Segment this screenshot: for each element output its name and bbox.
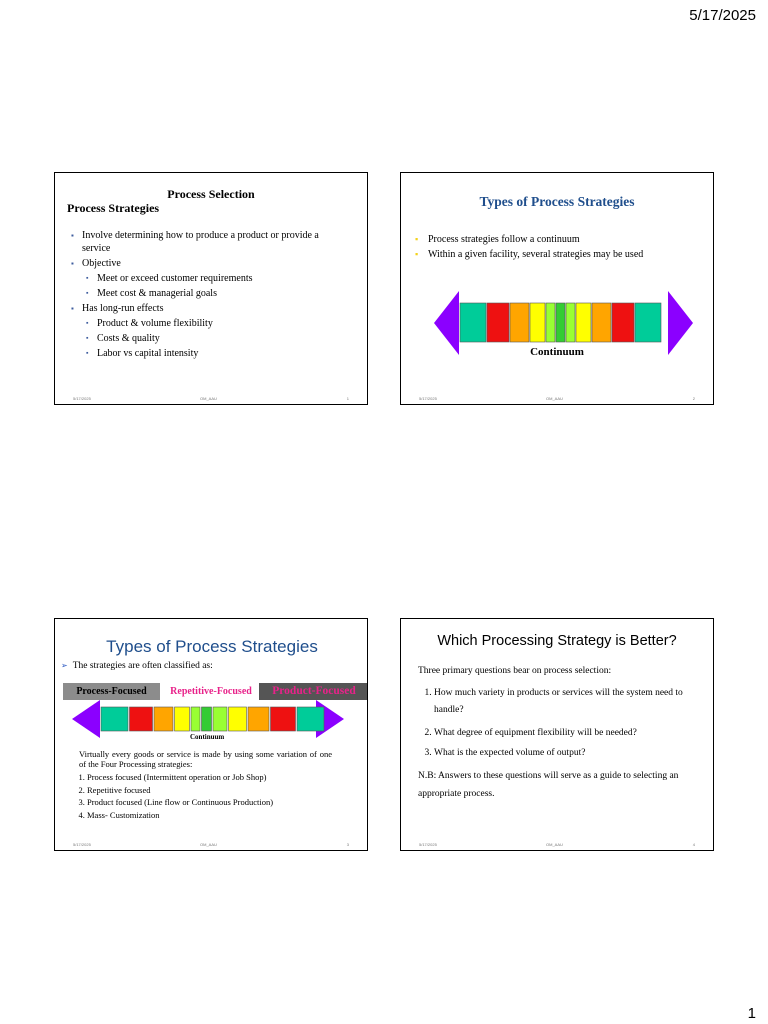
label-product-focused: Product-Focused xyxy=(259,683,367,700)
continuum-block xyxy=(575,302,592,343)
continuum-block xyxy=(611,302,635,343)
left-arrow-head xyxy=(434,291,459,355)
slide-title: Types of Process Strategies xyxy=(106,637,318,656)
footer-date: 5/17/2025 xyxy=(419,842,437,847)
continuum-block xyxy=(270,706,296,732)
continuum-label: Continuum xyxy=(530,346,584,358)
continuum-block xyxy=(129,706,153,732)
continuum-block xyxy=(247,706,270,732)
continuum-block xyxy=(190,706,201,732)
sub-bullet-item: Product & volume flexibility xyxy=(55,317,345,330)
footer-date: 5/17/2025 xyxy=(419,396,437,401)
label-process-focused: Process-Focused xyxy=(63,683,160,700)
arrow-bullet-icon: ➢ xyxy=(61,661,68,670)
bullet-item: Process strategies follow a continuum xyxy=(401,232,701,247)
continuum-block xyxy=(212,706,228,732)
continuum-block xyxy=(565,302,576,343)
continuum-block xyxy=(201,706,212,732)
question-list: How much variety in products or services… xyxy=(401,685,700,759)
note-text: N.B: Answers to these questions will ser… xyxy=(418,771,679,799)
footer-center: OM_AAU xyxy=(546,396,563,401)
bullet-list: Involve determining how to produce a pro… xyxy=(55,229,345,362)
continuum-block xyxy=(459,302,487,343)
sub-bullet-item: Costs & quality xyxy=(55,332,345,345)
sub-bullet-item: Labor vs capital intensity xyxy=(55,347,345,360)
bullet-item: Within a given facility, several strateg… xyxy=(401,247,701,262)
continuum-block xyxy=(591,302,612,343)
bullet-item: Involve determining how to produce a pro… xyxy=(55,229,345,255)
footer-date: 5/17/2025 xyxy=(73,396,91,401)
list-item: Repetitive focused xyxy=(87,784,357,797)
slide-title: Process Selection xyxy=(167,187,255,201)
description-paragraph: Virtually every goods or service is made… xyxy=(79,749,332,769)
continuum-diagram xyxy=(434,291,693,355)
page-date: 5/17/2025 xyxy=(689,7,756,24)
continuum-block xyxy=(153,706,174,732)
label-repetitive-focused: Repetitive-Focused xyxy=(170,686,252,697)
bullet-item: Has long-run effects xyxy=(55,302,345,315)
continuum-block xyxy=(228,706,247,732)
continuum-block xyxy=(486,302,510,343)
footer-date: 5/17/2025 xyxy=(73,842,91,847)
slide-3: Types of Process Strategies ➢ The strateg… xyxy=(54,618,368,851)
bullet-item: Objective xyxy=(55,257,345,270)
continuum-block xyxy=(509,302,530,343)
intro-line: ➢ The strategies are often classified as: xyxy=(61,661,213,671)
question-item: What degree of equipment flexibility wil… xyxy=(434,727,700,739)
continuum-block xyxy=(634,302,662,343)
continuum-diagram xyxy=(72,700,344,738)
intro-text: Three primary questions bear on process … xyxy=(418,666,612,676)
footer-number: 4 xyxy=(692,842,695,847)
continuum-block xyxy=(296,706,325,732)
bullet-list: Process strategies follow a continuum Wi… xyxy=(401,232,701,262)
list-item: Mass- Customization xyxy=(87,809,357,822)
continuum-block xyxy=(555,302,566,343)
slide-1: Process Selection Process Strategies Inv… xyxy=(54,172,368,405)
slide-4: Which Processing Strategy is Better? Thr… xyxy=(400,618,714,851)
left-arrow-head xyxy=(72,700,100,738)
question-item: What is the expected volume of output? xyxy=(434,747,700,759)
continuum-block xyxy=(529,302,546,343)
page-number: 1 xyxy=(747,1005,756,1022)
list-item: Product focused (Line flow or Continuous… xyxy=(87,796,357,809)
sub-bullet-item: Meet cost & managerial goals xyxy=(55,287,345,300)
slide-title: Types of Process Strategies xyxy=(479,194,635,209)
footer-center: OM_AAU xyxy=(200,396,217,401)
slide-title: Which Processing Strategy is Better? xyxy=(437,633,677,649)
footer-number: 1 xyxy=(346,396,349,401)
footer-center: OM_AAU xyxy=(546,842,563,847)
sub-bullet-item: Meet or exceed customer requirements xyxy=(55,272,345,285)
question-item: How much variety in products or services… xyxy=(434,685,700,719)
continuum-block xyxy=(545,302,556,343)
list-item: Process focused (Intermittent operation … xyxy=(87,771,357,784)
slide-subtitle: Process Strategies xyxy=(67,201,160,215)
continuum-label: Continuum xyxy=(190,733,225,741)
continuum-block xyxy=(100,706,129,732)
footer-number: 3 xyxy=(346,842,349,847)
right-arrow-head xyxy=(668,291,693,355)
intro-text: The strategies are often classified as: xyxy=(72,661,213,671)
footer-number: 2 xyxy=(692,396,695,401)
continuum-block xyxy=(174,706,190,732)
slide-2: Types of Process Strategies Process stra… xyxy=(400,172,714,405)
strategy-list: Process focused (Intermittent operation … xyxy=(55,771,357,821)
footer-center: OM_AAU xyxy=(200,842,217,847)
